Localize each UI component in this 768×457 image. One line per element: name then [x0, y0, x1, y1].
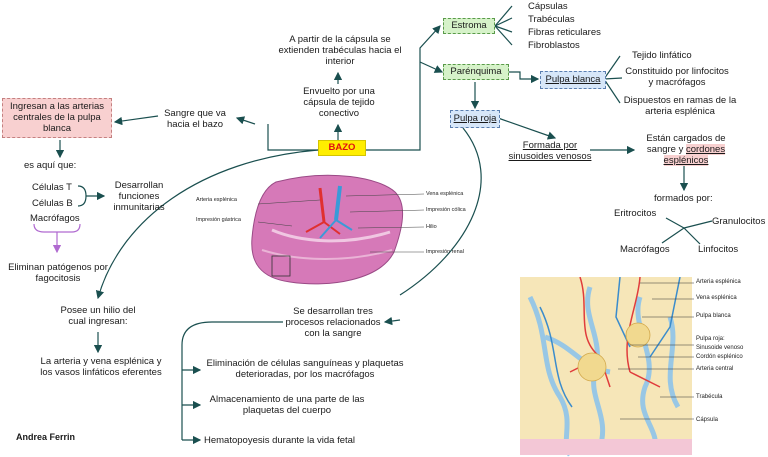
eliminan-node: Eliminan patógenos por fagocitosis [8, 262, 108, 284]
pulpa-blanca-item: Tejido linfático [632, 50, 692, 61]
formada-node: Formada por sinusoides venosos [508, 140, 592, 162]
center-node: BAZO [318, 140, 366, 156]
pulpa-roja-node: Pulpa roja [450, 110, 500, 128]
spleen-label: Arteria esplénica [196, 197, 237, 203]
cargados-text: Están cargados de sangre y [646, 133, 726, 155]
histology-label: Cordón esplénico [696, 354, 743, 360]
arteria-node: La arteria y vena esplénica y los vasos … [40, 356, 162, 378]
processes-intro: Se desarrollan tres procesos relacionado… [285, 306, 381, 339]
cell-linfocitos: Linfocitos [698, 244, 739, 255]
estroma-node: Estroma [443, 18, 495, 34]
cargados-node: Están cargados de sangre y cordones espl… [636, 133, 736, 166]
histology-label: Sinusoide venoso [696, 345, 744, 351]
estroma-item: Fibroblastos [528, 40, 580, 51]
histology-label: Pulpa roja: [696, 336, 725, 342]
histology-label: Vena esplénica [696, 295, 737, 301]
author: Andrea Ferrin [16, 432, 76, 442]
pulpa-blanca-label: Pulpa blanca [545, 74, 601, 85]
spleen-label: Impresión cólica [426, 207, 466, 213]
process-item: Eliminación de células sanguíneas y plaq… [206, 358, 404, 380]
histology-label: Cápsula [696, 417, 719, 423]
pulpa-blanca-item: Dispuestos en ramas de la arteria esplén… [623, 95, 737, 117]
histology-label: Pulpa blanca [696, 313, 731, 319]
process-item: Almacenamiento de una parte de las plaqu… [209, 394, 365, 416]
spleen-label: Hilio [426, 224, 437, 230]
cell-granulocitos: Granulocitos [712, 216, 766, 227]
desarrollan-node: Desarrollan funciones inmunitarias [113, 180, 165, 213]
formados-por: formados por: [654, 193, 713, 204]
histology-illustration [520, 277, 694, 457]
estroma-item: Fibras reticulares [528, 27, 601, 38]
estroma-item: Cápsulas [528, 1, 568, 12]
parenquima-node: Parénquima [443, 64, 509, 80]
trabeculas-node: A partir de la cápsula se extienden trab… [278, 34, 402, 67]
histology-label: Arteria central [696, 366, 734, 372]
process-item: Hematopoyesis durante la vida fetal [204, 435, 356, 446]
cell-b: Células B [32, 198, 73, 209]
spleen-illustration [251, 174, 425, 285]
histology-label: Trabécula [696, 394, 723, 400]
sangre-node: Sangre que va hacia el bazo [164, 108, 226, 130]
pulpa-blanca-node: Pulpa blanca [540, 71, 606, 89]
spleen-label: Vena esplénica [426, 191, 464, 197]
pulpa-blanca-item: Constituido por linfocitos y macrófagos [625, 66, 729, 88]
ingresan-node: Ingresan a las arterias centrales de la … [2, 98, 112, 138]
spleen-label: Impresión renal [426, 249, 464, 255]
cell-eritrocitos: Eritrocitos [614, 208, 657, 219]
es-aqui: es aquí que: [24, 160, 77, 171]
cell-t: Células T [32, 182, 72, 193]
spleen-label: Impresión gástrica [196, 217, 241, 223]
estroma-item: Trabéculas [528, 14, 575, 25]
cell-macrofagos: Macrófagos [620, 244, 670, 255]
cell-macrofagos-left: Macrófagos [30, 213, 80, 224]
envuelto-node: Envuelto por una cápsula de tejido conec… [303, 86, 375, 119]
pulpa-roja-label: Pulpa roja [453, 113, 497, 124]
histology-label: Arteria esplénica [696, 279, 741, 285]
hilio-node: Posee un hilio del cual ingresan: [60, 305, 136, 327]
